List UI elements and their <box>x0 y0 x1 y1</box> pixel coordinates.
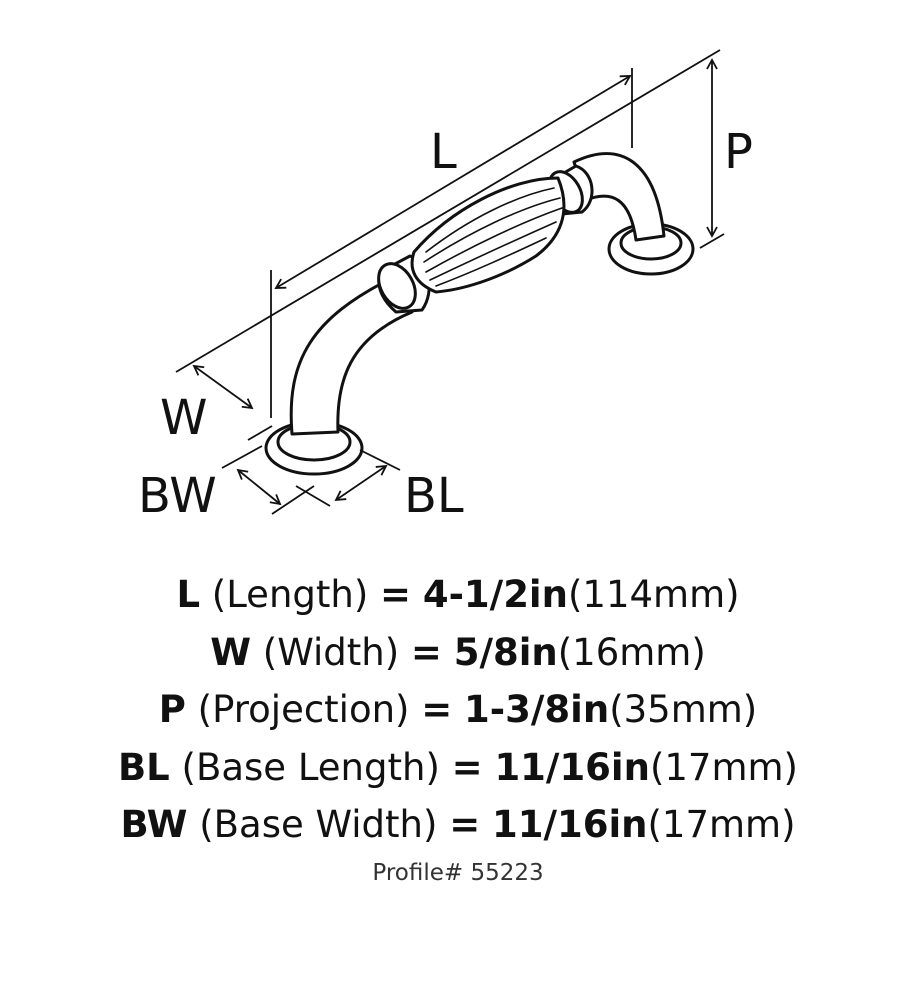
spec-name: (Projection) <box>197 688 410 731</box>
handle-dimension-diagram: L P W BW BL <box>138 49 753 524</box>
spec-metric: (17mm) <box>649 745 798 789</box>
spec-imperial: 4-1/2in <box>422 573 568 616</box>
spec-code: L <box>176 573 201 616</box>
spec-imperial: 11/16in <box>494 745 650 789</box>
spec-line-base-length: BL (Base Length) = 11/16in(17mm) <box>0 739 916 797</box>
dimension-spec-list: L (Length) = 4-1/2in(114mm) W (Width) = … <box>0 566 916 886</box>
spec-metric: (35mm) <box>609 688 758 731</box>
dimension-lines <box>175 49 725 515</box>
label-w: W <box>160 390 207 446</box>
spec-code: W <box>210 630 252 674</box>
spec-imperial: 11/16in <box>491 803 648 846</box>
spec-line-length: L (Length) = 4-1/2in(114mm) <box>0 566 916 624</box>
spec-code: BW <box>120 803 188 846</box>
label-bl: BL <box>404 468 464 524</box>
spec-code: P <box>158 688 186 731</box>
spec-eq: = <box>380 573 412 616</box>
spec-metric: (17mm) <box>647 803 796 846</box>
spec-line-projection: P (Projection) = 1-3/8in(35mm) <box>0 681 916 739</box>
spec-imperial: 5/8in <box>453 630 558 674</box>
spec-name: (Width) <box>262 630 400 674</box>
profile-number: Profile# 55223 <box>372 859 544 886</box>
label-bw: BW <box>138 468 217 524</box>
cabinet-pull-drawing <box>264 152 695 476</box>
spec-line-width: W (Width) = 5/8in(16mm) <box>0 624 916 682</box>
spec-name: (Length) <box>211 573 369 616</box>
spec-line-base-width: BW (Base Width) = 11/16in(17mm) <box>0 796 916 854</box>
spec-metric: (114mm) <box>567 573 740 616</box>
label-p: P <box>724 124 753 180</box>
spec-metric: (16mm) <box>557 630 706 674</box>
spec-eq: = <box>451 745 483 789</box>
spec-eq: = <box>410 630 442 674</box>
spec-eq: = <box>449 803 481 846</box>
spec-name: (Base Length) <box>181 745 440 789</box>
spec-name: (Base Width) <box>199 803 438 846</box>
label-l: L <box>430 124 457 180</box>
spec-eq: = <box>421 688 453 731</box>
spec-imperial: 1-3/8in <box>464 688 610 731</box>
spec-code: BL <box>117 745 170 789</box>
